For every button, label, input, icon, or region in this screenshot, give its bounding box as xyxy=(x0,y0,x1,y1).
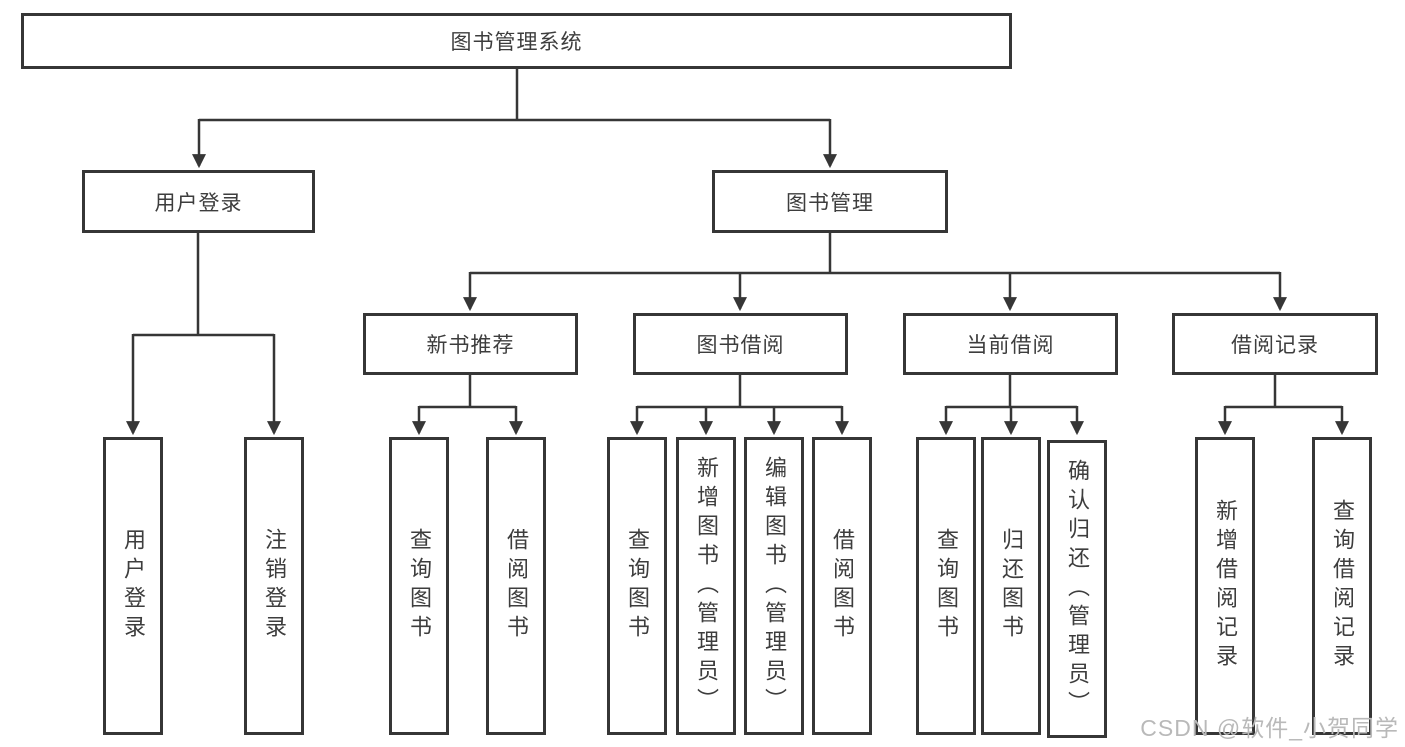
node-label: 借阅图书 xyxy=(504,528,529,644)
node-current-borrow: 当前借阅 xyxy=(903,313,1118,375)
leaf-user-login: 用户登录 xyxy=(103,437,163,735)
node-book-management: 图书管理 xyxy=(712,170,948,233)
leaf-query-books-2: 查询图书 xyxy=(607,437,667,735)
node-label: 新增借阅记录 xyxy=(1213,499,1238,673)
node-label: 当前借阅 xyxy=(966,334,1055,357)
leaf-borrow-books-1: 借阅图书 xyxy=(486,437,546,735)
node-label: 查询图书 xyxy=(625,528,650,644)
node-new-book-recommend: 新书推荐 xyxy=(363,313,578,375)
leaf-return-book: 归还图书 xyxy=(981,437,1041,735)
node-label: 确认归还（管理员） xyxy=(1065,458,1090,720)
leaf-borrow-books-2: 借阅图书 xyxy=(812,437,872,735)
node-label: 用户登录 xyxy=(154,191,243,215)
node-label: 注销登录 xyxy=(262,528,287,644)
node-label: 编辑图书（管理员） xyxy=(762,455,787,717)
csdn-watermark: CSDN @软件_小贺同学 xyxy=(1140,715,1399,741)
node-label: 查询图书 xyxy=(934,528,959,644)
node-borrow-record: 借阅记录 xyxy=(1172,313,1378,375)
node-book-borrow: 图书借阅 xyxy=(633,313,848,375)
node-label: 新增图书（管理员） xyxy=(694,455,719,717)
leaf-edit-book-admin: 编辑图书（管理员） xyxy=(744,437,804,735)
node-user-login: 用户登录 xyxy=(82,170,315,233)
node-label: 借阅记录 xyxy=(1231,334,1319,357)
node-label: 用户登录 xyxy=(121,528,146,644)
node-label: 归还图书 xyxy=(999,528,1024,644)
leaf-logout: 注销登录 xyxy=(244,437,304,735)
node-label: 查询借阅记录 xyxy=(1330,499,1355,673)
node-label: 图书借阅 xyxy=(696,334,785,357)
node-library-management-system: 图书管理系统 xyxy=(21,13,1012,69)
node-label: 图书管理系统 xyxy=(450,31,583,54)
leaf-add-book-admin: 新增图书（管理员） xyxy=(676,437,736,735)
leaf-query-borrow-record: 查询借阅记录 xyxy=(1312,437,1372,735)
node-label: 借阅图书 xyxy=(830,528,855,644)
leaf-query-books-1: 查询图书 xyxy=(389,437,449,735)
node-label: 新书推荐 xyxy=(426,334,515,357)
node-label: 图书管理 xyxy=(786,191,874,215)
leaf-confirm-return-admin: 确认归还（管理员） xyxy=(1047,440,1107,738)
node-label: 查询图书 xyxy=(407,528,432,644)
leaf-query-books-3: 查询图书 xyxy=(916,437,976,735)
leaf-add-borrow-record: 新增借阅记录 xyxy=(1195,437,1255,735)
